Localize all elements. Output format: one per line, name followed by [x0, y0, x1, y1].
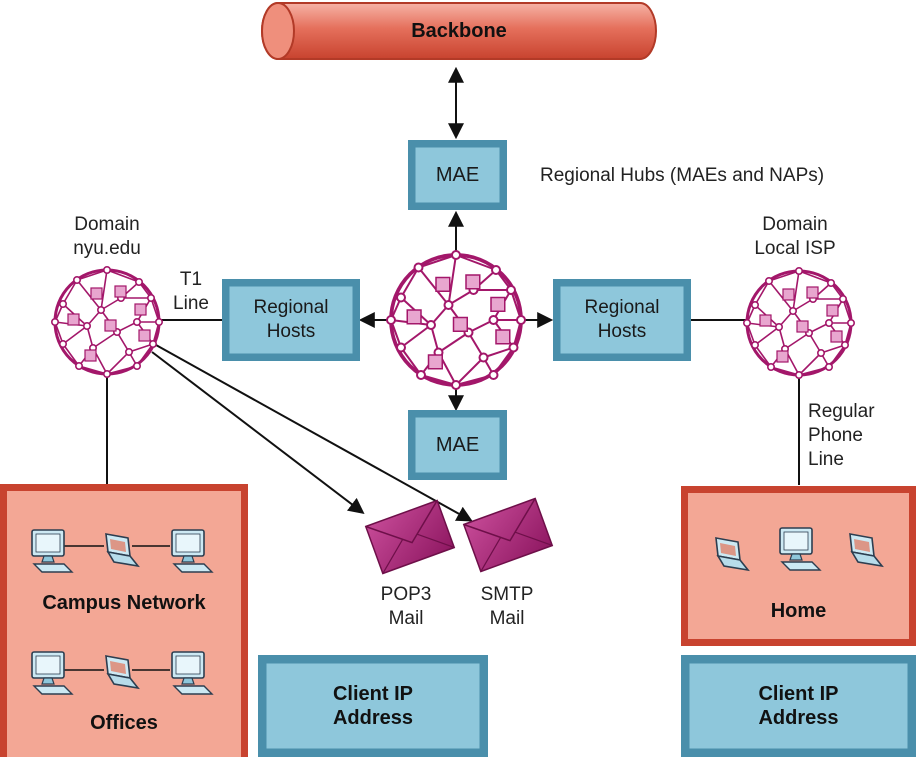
- client-ip-left-label: Client IP Address: [266, 663, 480, 749]
- client-ip-right-line2: Address: [758, 707, 839, 729]
- domain-nyu-line1: Domain: [74, 214, 140, 235]
- domain-isp-line2: Local ISP: [754, 238, 836, 259]
- domain-nyu-network-icon: [50, 265, 164, 379]
- regional-hub-network-icon: [385, 249, 527, 391]
- smtp-mail-line1: SMTP: [480, 584, 534, 605]
- pop3-mail-line1: POP3: [380, 584, 432, 605]
- client-ip-right-line1: Client IP: [758, 683, 839, 705]
- mae-top-label: MAE: [435, 164, 480, 186]
- backbone-cylinder: [261, 2, 657, 60]
- regional-hosts-right-label: Regional Hosts: [560, 286, 684, 354]
- domain-isp-network-icon: [742, 266, 856, 380]
- client-ip-right-label: Client IP Address: [689, 663, 908, 749]
- client-ip-right-box: [681, 655, 916, 757]
- phone-line-line3: Line: [808, 449, 844, 470]
- regional-hubs-label: Regional Hubs (MAEs and NAPs): [540, 165, 825, 186]
- client-ip-left-line2: Address: [332, 707, 414, 729]
- domain-nyu-line2: nyu.edu: [73, 238, 141, 259]
- phone-line-line2: Phone: [808, 425, 863, 446]
- regional-hosts-right-line2: Hosts: [597, 321, 647, 342]
- domain-isp-line1: Domain: [762, 214, 828, 235]
- backbone-label: Backbone: [411, 20, 507, 42]
- phone-line-line1: Regular: [808, 401, 875, 422]
- campus-network-label: Campus Network: [42, 592, 206, 614]
- mae-top-box: [408, 140, 507, 210]
- regional-hosts-left-line1: Regional: [253, 297, 329, 318]
- smtp-mail-label: SMTP Mail: [465, 583, 549, 631]
- phone-line-label: Regular Phone Line: [808, 400, 875, 472]
- smtp-arrow: [155, 344, 473, 522]
- client-ip-left-box: [258, 655, 488, 757]
- mae-bottom-label: MAE: [435, 434, 480, 456]
- regional-hosts-right-box: [553, 279, 691, 361]
- home-label: Home: [770, 600, 827, 622]
- regional-hosts-left-line2: Hosts: [266, 321, 316, 342]
- smtp-envelope-icon: [462, 497, 554, 573]
- pop3-mail-line2: Mail: [388, 608, 424, 629]
- domain-nyu-label: Domain nyu.edu: [47, 213, 167, 261]
- t1-line-line1: T1: [179, 269, 203, 290]
- pop3-envelope-icon: [364, 499, 456, 575]
- t1-line-line2: Line: [173, 293, 209, 314]
- domain-isp-label: Domain Local ISP: [735, 213, 855, 261]
- regional-hosts-right-line1: Regional: [584, 297, 660, 318]
- client-ip-left-line1: Client IP: [332, 683, 413, 705]
- mae-bottom-box: [408, 410, 507, 480]
- regional-hosts-left-box: [222, 279, 360, 361]
- regional-hosts-left-label: Regional Hosts: [229, 286, 353, 354]
- pop3-mail-label: POP3 Mail: [366, 583, 446, 631]
- pop3-arrow: [151, 351, 365, 514]
- t1-line-label: T1 Line: [166, 268, 216, 316]
- offices-label: Offices: [90, 712, 158, 734]
- smtp-mail-line2: Mail: [489, 608, 525, 629]
